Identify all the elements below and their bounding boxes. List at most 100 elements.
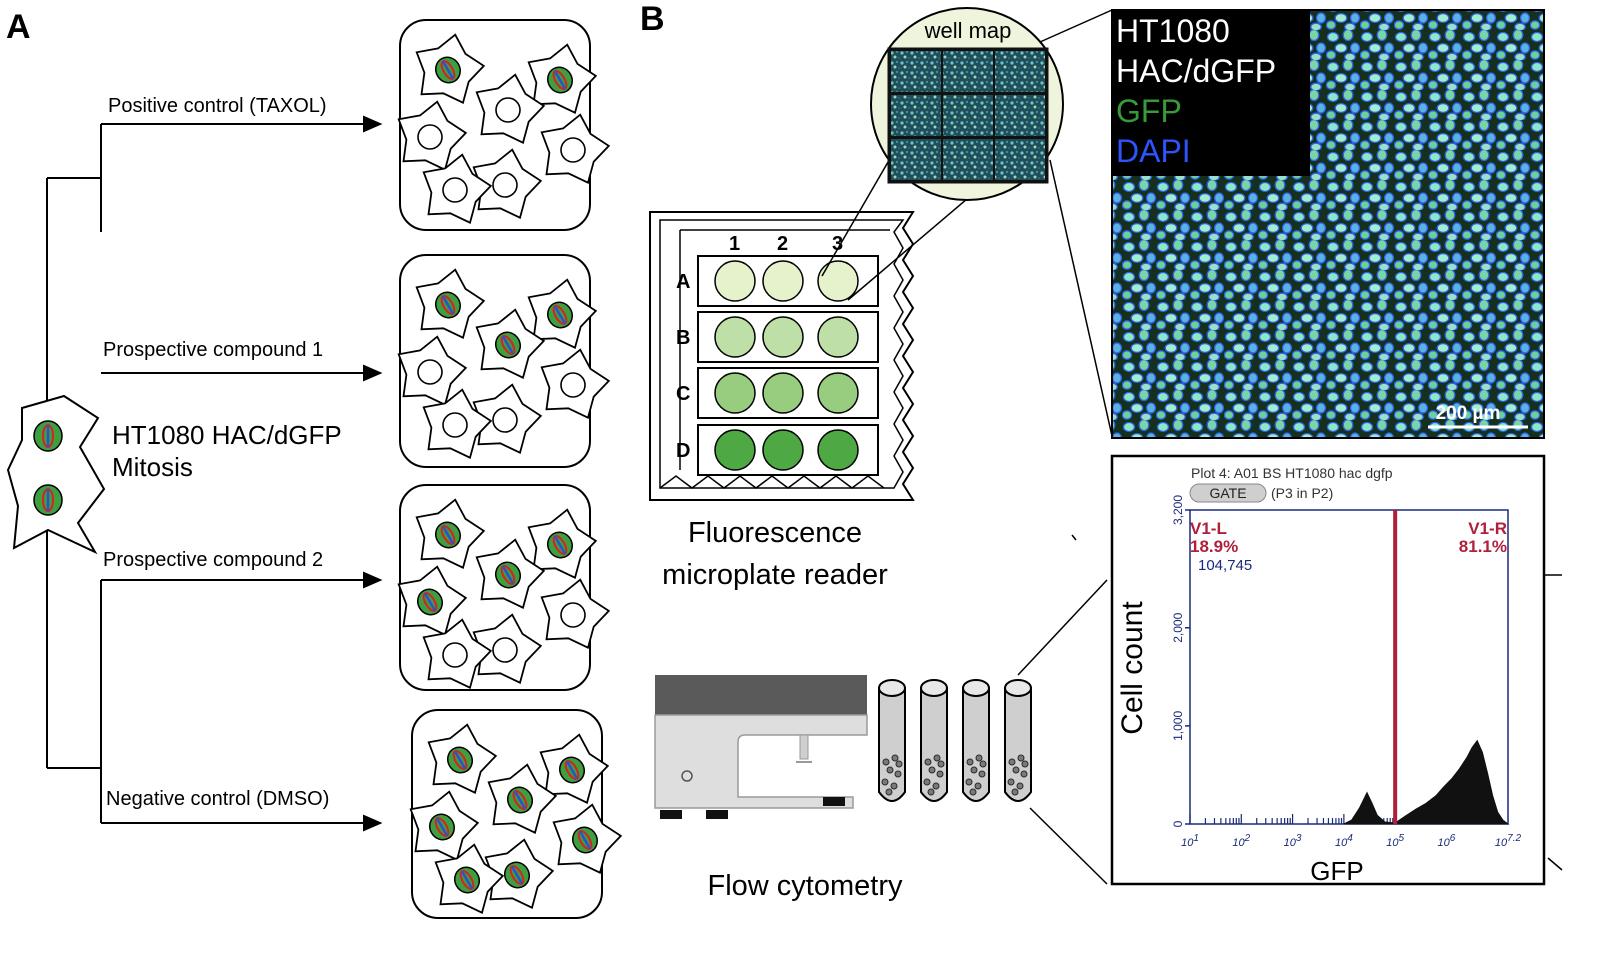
well-map-tile xyxy=(891,139,941,180)
sample-tube xyxy=(878,679,906,802)
well-map-tile xyxy=(891,51,941,92)
x-tick-label: 104 xyxy=(1335,833,1353,849)
panel-a-label: A xyxy=(6,8,31,46)
well-map-tile xyxy=(943,139,993,180)
panel-b-label: B xyxy=(640,0,665,38)
interphase-nucleus xyxy=(560,372,586,398)
branch-label-negative-control: Negative control (DMSO) xyxy=(106,788,329,810)
mitotic-nucleus xyxy=(558,756,586,784)
plate-wells xyxy=(697,255,879,476)
x-tick-label: 107.2 xyxy=(1495,833,1522,849)
plate-column-label: 1 xyxy=(729,233,740,255)
microscopy-gfp-channel: GFP xyxy=(1116,93,1182,129)
x-axis-label: GFP xyxy=(1310,856,1363,886)
well-B1 xyxy=(714,316,756,358)
treatment-wells xyxy=(397,19,623,919)
interphase-nucleus xyxy=(442,642,468,668)
mitotic-nucleus xyxy=(546,301,574,329)
left-gate-percent: 18.9% xyxy=(1190,537,1238,556)
x-tick-label: 105 xyxy=(1386,833,1404,849)
well-map-tile xyxy=(891,95,941,136)
interphase-nucleus xyxy=(442,412,468,438)
well-D1 xyxy=(714,429,756,471)
plate-column-label: 2 xyxy=(777,233,788,255)
y-tick-label: 0 xyxy=(1171,820,1185,827)
interphase-nucleus xyxy=(495,97,521,123)
plate-row-label: C xyxy=(676,383,690,405)
well-C1 xyxy=(714,372,756,414)
mitotic-nucleus xyxy=(494,561,522,589)
mitotic-nucleus xyxy=(494,331,522,359)
interphase-nucleus xyxy=(560,137,586,163)
interphase-nucleus xyxy=(492,172,518,198)
well-A1 xyxy=(714,260,756,302)
well-1 xyxy=(397,19,611,231)
x-tick-label: 101 xyxy=(1181,833,1199,849)
mitosis-label: Mitosis xyxy=(112,452,193,482)
histogram-title: Plot 4: A01 BS HT1080 hac dgfp xyxy=(1191,465,1393,481)
branch-label-positive-control: Positive control (TAXOL) xyxy=(108,95,327,117)
well-map-label: well map xyxy=(924,18,1012,43)
y-tick-label: 3,200 xyxy=(1171,495,1185,525)
mitotic-nucleus xyxy=(428,813,456,841)
sample-tubes xyxy=(878,679,1032,802)
interphase-nucleus xyxy=(492,637,518,663)
x-tick-label: 106 xyxy=(1438,833,1456,849)
mitotic-nucleus xyxy=(546,531,574,559)
microscopy-label-line2: HAC/dGFP xyxy=(1116,53,1276,89)
histogram-zoom-lines xyxy=(1017,534,1563,885)
well-map-tile xyxy=(995,51,1045,92)
well-D2 xyxy=(762,429,804,471)
mitotic-nucleus xyxy=(571,826,599,854)
flow-cytometer xyxy=(654,675,868,819)
branch-label-compound-1: Prospective compound 1 xyxy=(103,339,323,361)
left-gate-count: 104,745 xyxy=(1198,557,1252,574)
plate-column-label: 3 xyxy=(832,233,843,255)
microscopy-dapi-channel: DAPI xyxy=(1116,133,1191,169)
well-map-tile xyxy=(995,95,1045,136)
mitotic-nucleus xyxy=(453,866,481,894)
plate-row-label: D xyxy=(676,440,690,462)
x-tick-label: 102 xyxy=(1232,833,1250,849)
branch-label-compound-2: Prospective compound 2 xyxy=(103,549,323,571)
well-map-tile xyxy=(943,95,993,136)
interphase-nucleus xyxy=(560,602,586,628)
mitotic-nucleus xyxy=(434,521,462,549)
flow-cytometry-label: Flow cytometry xyxy=(708,870,903,902)
microscopy-image xyxy=(1111,9,1545,439)
well-map-tiles xyxy=(891,51,1045,180)
y-tick-label: 2,000 xyxy=(1171,612,1185,642)
plate-row-label: A xyxy=(676,271,690,293)
gate-badge xyxy=(1189,483,1267,503)
mitotic-nucleus xyxy=(503,861,531,889)
well-C2 xyxy=(762,372,804,414)
mitotic-nucleus xyxy=(434,291,462,319)
well-4 xyxy=(409,709,623,919)
cell-line-label: HT1080 HAC/dGFP xyxy=(112,420,342,450)
well-B2 xyxy=(762,316,804,358)
histogram-area xyxy=(1343,739,1510,825)
mitotic-nucleus xyxy=(416,588,444,616)
plate-column-labels: 1 2 3 xyxy=(729,233,843,255)
well-map-tile xyxy=(995,139,1045,180)
gate-badge-label: GATE xyxy=(1209,485,1246,501)
well-D3 xyxy=(817,429,859,471)
plate-reader-label-line1: Fluorescence xyxy=(688,517,862,549)
well-C3 xyxy=(817,372,859,414)
interphase-nucleus xyxy=(492,407,518,433)
mitotic-nucleus xyxy=(446,746,474,774)
sample-tube xyxy=(962,679,990,802)
mitotic-nucleus xyxy=(546,66,574,94)
interphase-nucleus xyxy=(442,177,468,203)
well-A3 xyxy=(817,260,859,302)
well-2 xyxy=(397,254,611,468)
source-mitotic-cells xyxy=(6,394,106,555)
y-axis-label: Cell count xyxy=(1116,601,1149,735)
x-tick-label: 103 xyxy=(1284,833,1302,849)
plate-row-label: B xyxy=(676,327,690,349)
sample-tube xyxy=(920,679,948,802)
sample-tube xyxy=(1004,679,1032,802)
